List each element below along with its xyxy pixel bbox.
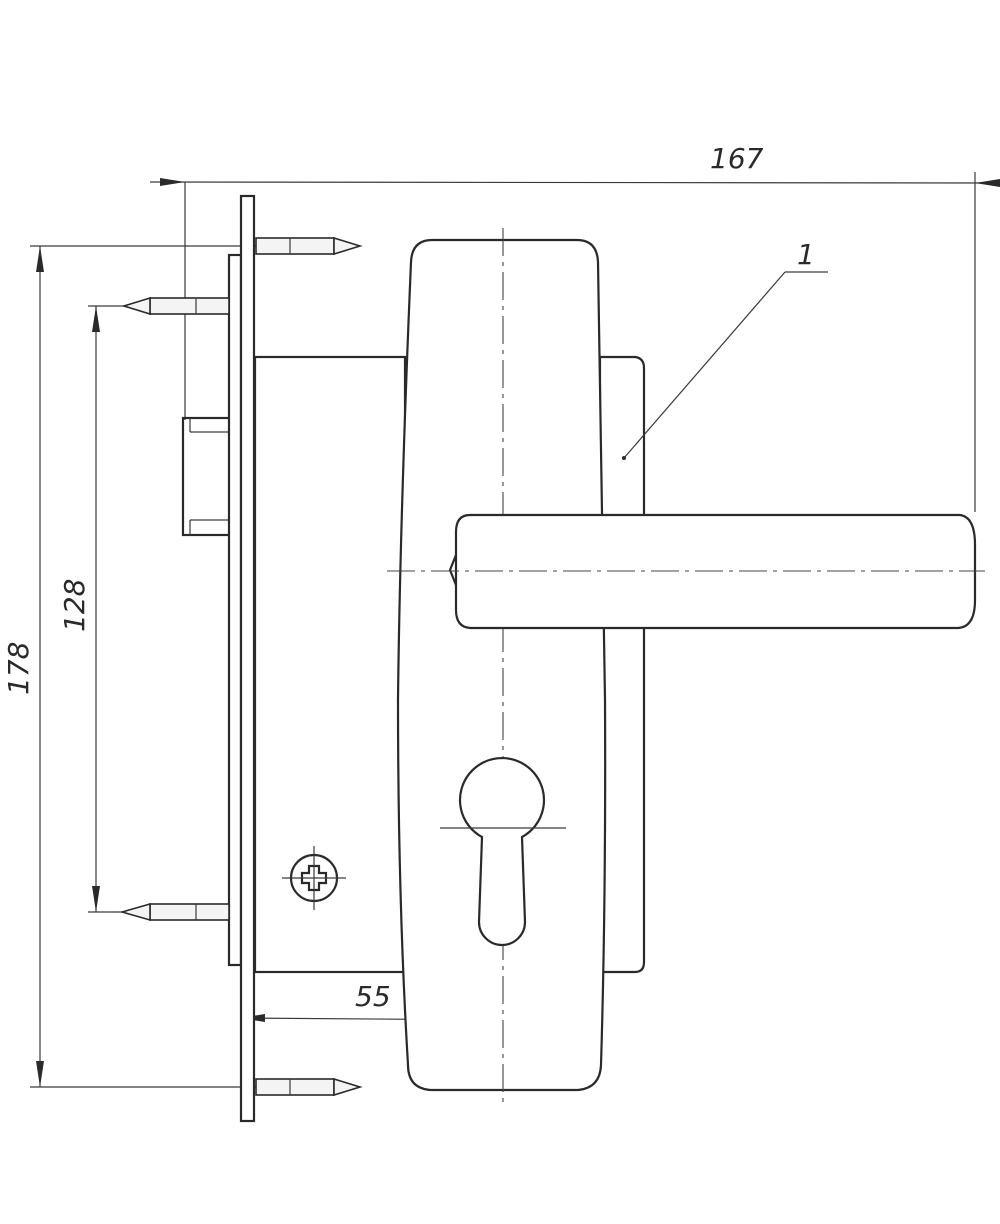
cylinder-keyhole <box>458 756 546 947</box>
back-plate <box>598 355 646 974</box>
inner-faceplate <box>227 253 243 967</box>
screw-tip <box>333 236 363 256</box>
arrow-top-128 <box>92 306 100 332</box>
dimension-text-178: 178 <box>2 642 35 695</box>
screw-tip <box>333 1077 363 1097</box>
arrow-left-167 <box>160 178 185 186</box>
screw-tip <box>121 296 151 316</box>
screw-top-right <box>255 236 363 256</box>
screw-bottom-left <box>119 902 230 922</box>
dimension-text-55: 55 <box>355 980 391 1013</box>
dimension-178: 178 <box>2 245 355 1088</box>
dimension-line-167 <box>149 181 1000 184</box>
arrow-bottom-178 <box>36 1061 44 1087</box>
faceplate <box>227 194 256 1123</box>
screw-tip <box>119 902 151 922</box>
arrow-bottom-128 <box>92 886 100 912</box>
screw-bottom-right <box>255 1077 363 1097</box>
arrow-top-178 <box>36 246 44 272</box>
callout-number-1: 1 <box>797 238 815 271</box>
arrow-right-167 <box>975 179 1000 187</box>
lever-rosette-edge <box>448 554 458 586</box>
escutcheon-plate <box>396 238 607 1092</box>
outer-faceplate <box>239 194 256 1123</box>
phillips-cross-icon <box>300 864 328 892</box>
screw-shank <box>149 297 230 315</box>
dimension-text-167: 167 <box>710 142 764 175</box>
dimension-128: 128 <box>58 305 130 913</box>
lock-case <box>181 355 407 974</box>
screw-top-left <box>121 296 230 316</box>
phillips-screw <box>282 846 346 910</box>
screw-shank <box>255 1078 335 1096</box>
callout-1: 1 <box>623 238 828 459</box>
lock-case-body <box>253 355 407 974</box>
screw-shank <box>149 903 230 921</box>
dimension-text-128: 128 <box>58 579 91 632</box>
screw-shank <box>255 237 335 255</box>
latch-bolt <box>181 416 232 537</box>
callout-leader-line <box>623 271 786 459</box>
dimension-167: 167 <box>149 142 1000 512</box>
